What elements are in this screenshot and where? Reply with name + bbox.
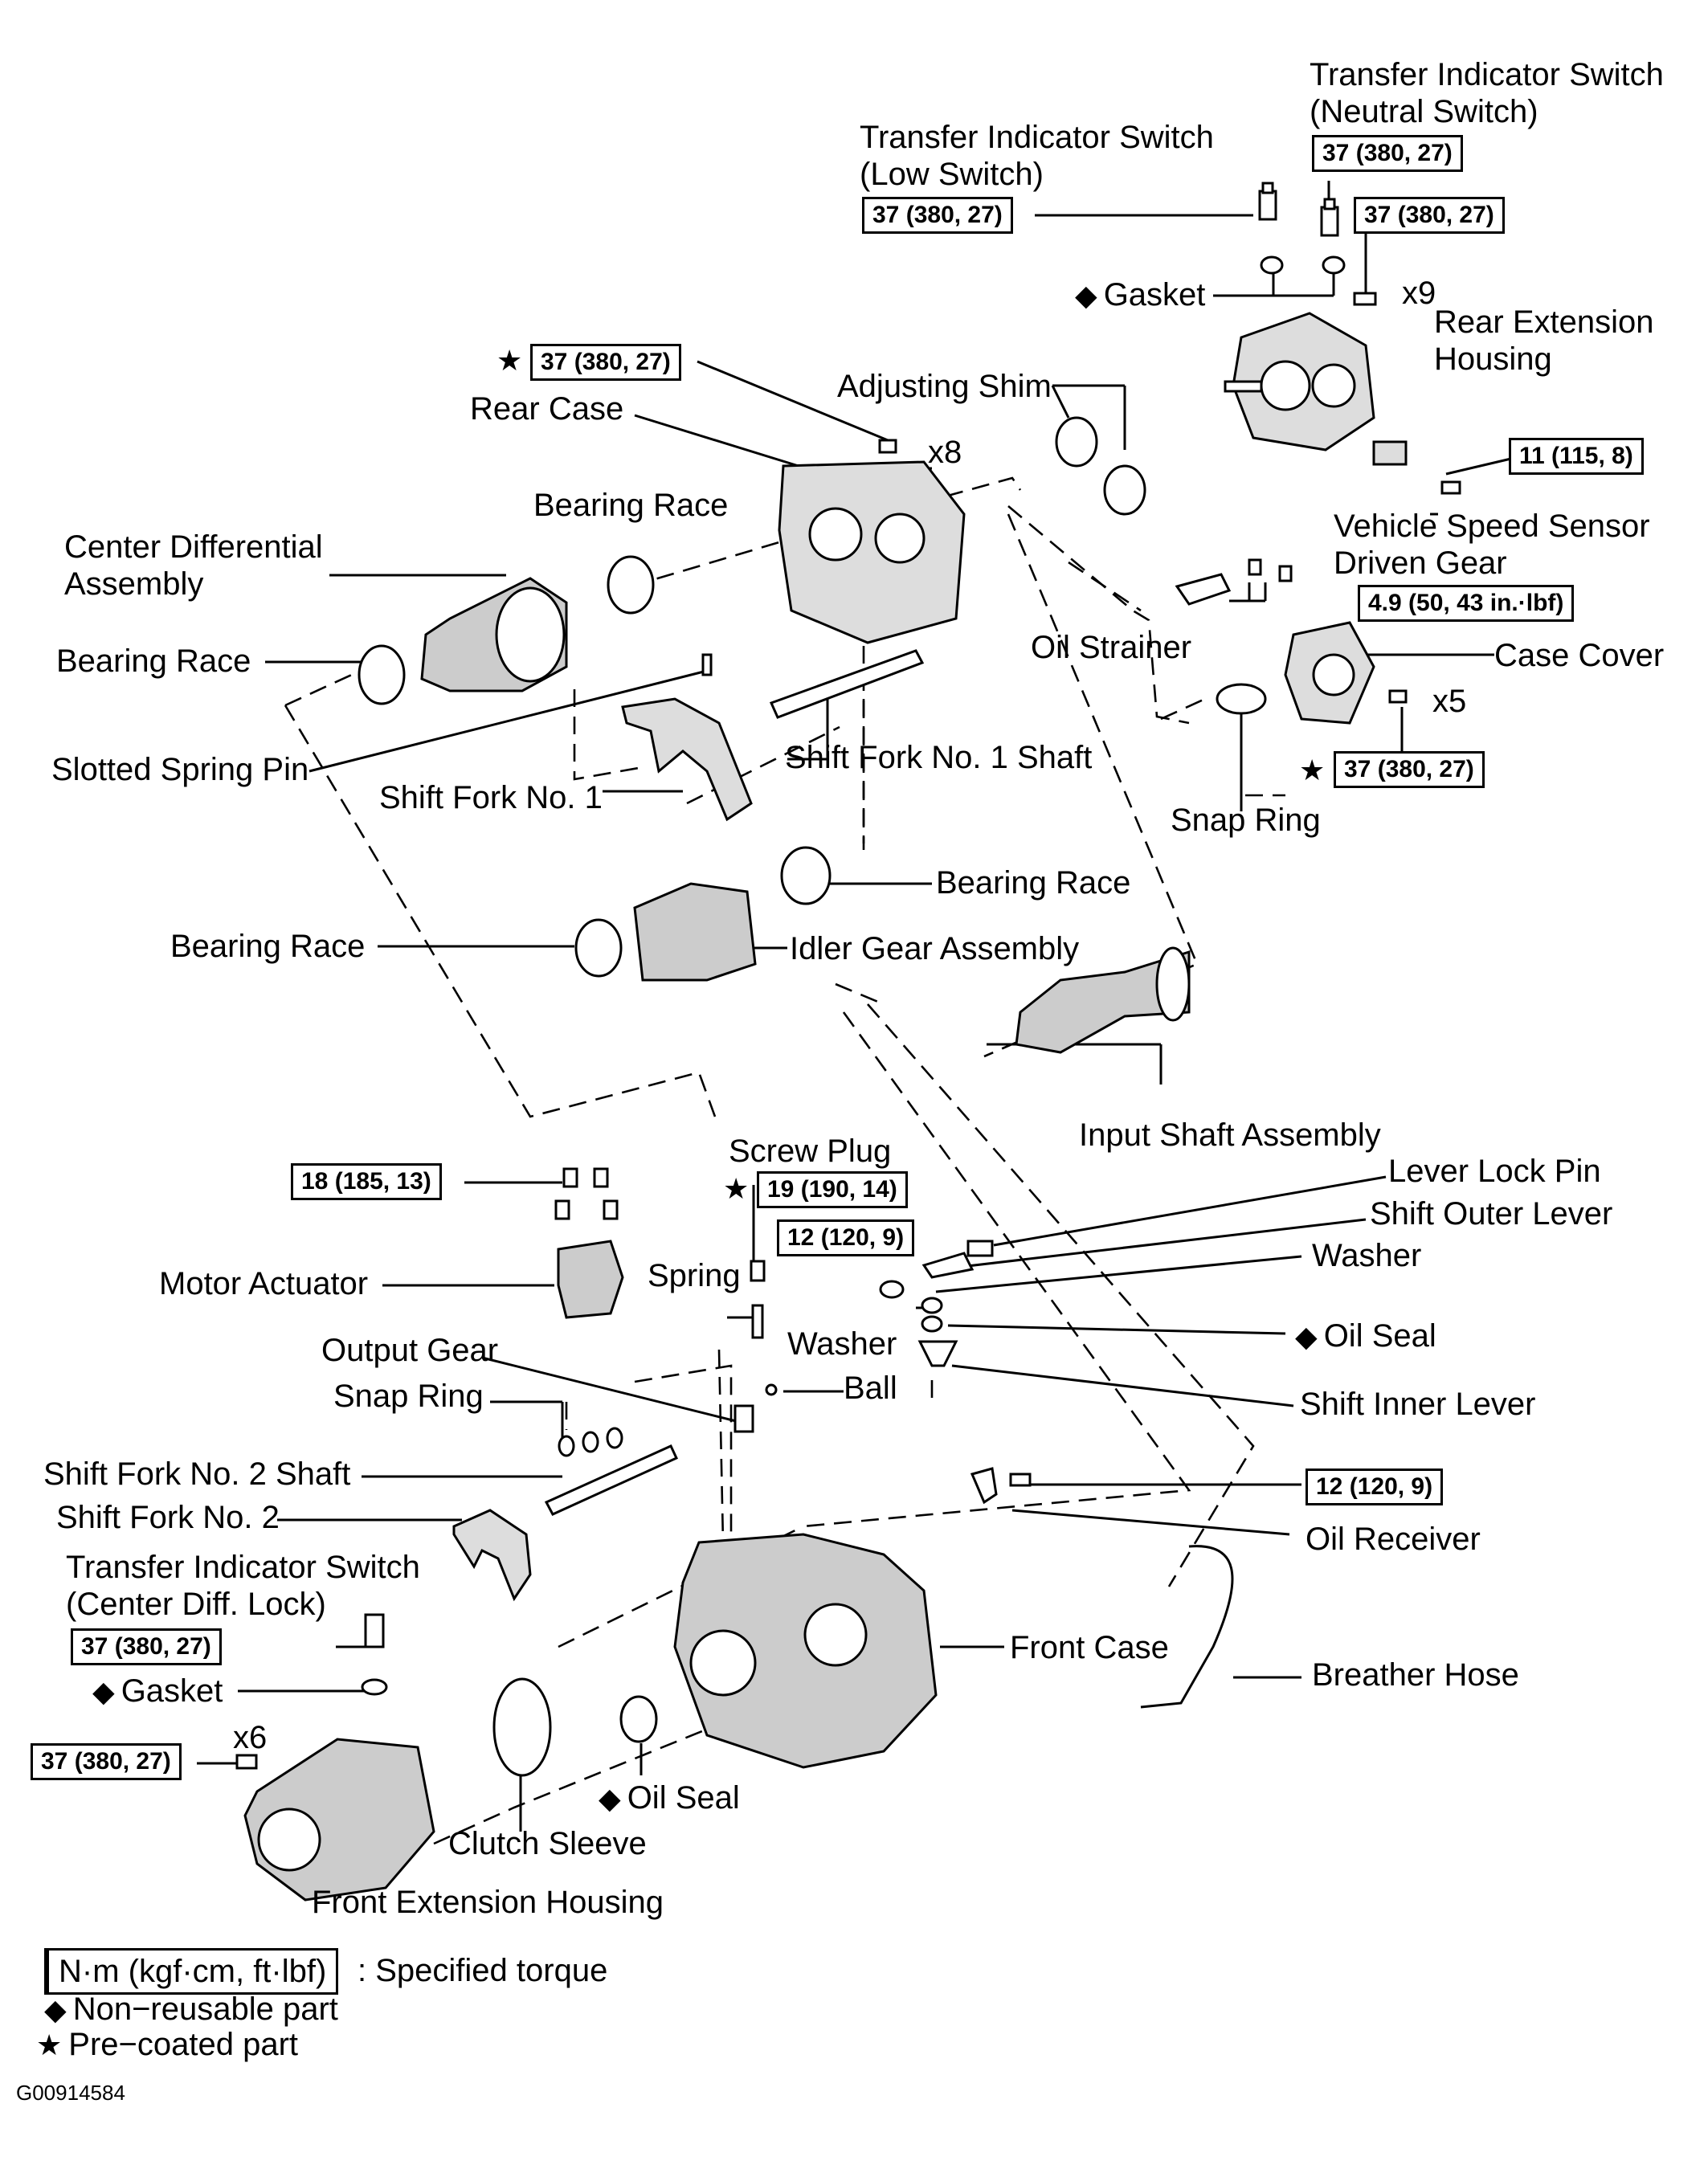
diamond-icon: ◆ [44, 1993, 67, 2026]
torque-oil-strainer: 4.9 (50, 43 in.·lbf) [1358, 585, 1575, 622]
label-screw-plug-star: ★ [723, 1170, 755, 1207]
torque-case-cover: 37 (380, 27) [1334, 751, 1485, 788]
figure-code: G00914584 [16, 2081, 125, 2105]
label-shift-fork-no1: Shift Fork No. 1 [379, 780, 603, 815]
torque-low-switch: 37 (380, 27) [862, 197, 1013, 234]
label-front-case: Front Case [1010, 1630, 1169, 1665]
label-oil-strainer: Oil Strainer [1031, 630, 1192, 665]
torque-front-extension: 37 (380, 27) [31, 1743, 182, 1780]
diamond-icon: ◆ [1295, 1320, 1318, 1353]
torque-rear-case: 37 (380, 27) [530, 344, 681, 381]
star-icon: ★ [496, 344, 523, 377]
label-case-cover: Case Cover [1494, 638, 1665, 673]
label-bearing-race-1: Bearing Race [533, 488, 729, 523]
label-washer-1: Washer [1312, 1238, 1422, 1273]
label-motor-actuator: Motor Actuator [159, 1266, 369, 1301]
label-front-extension-housing: Front Extension Housing [312, 1885, 664, 1920]
diamond-icon: ◆ [1075, 279, 1097, 312]
legend-pre-coated: ★Pre−coated part [36, 2027, 299, 2062]
label-snap-ring-mid: Snap Ring [333, 1379, 484, 1414]
label-clutch-sleeve: Clutch Sleeve [448, 1826, 647, 1861]
label-slotted-spring-pin: Slotted Spring Pin [51, 752, 309, 787]
star-icon: ★ [723, 1172, 750, 1205]
label-bearing-race-2: Bearing Race [56, 643, 251, 679]
label-shift-outer-lever: Shift Outer Lever [1370, 1196, 1613, 1232]
label-rear-case: Rear Case [470, 391, 624, 427]
label-x8: x8 [928, 435, 962, 470]
torque-oil-receiver: 12 (120, 9) [1306, 1469, 1444, 1505]
label-oil-receiver: Oil Receiver [1306, 1522, 1481, 1557]
label-shift-fork-no2: Shift Fork No. 2 [56, 1500, 280, 1535]
torque-screw-plug: 19 (190, 14) [757, 1171, 908, 1208]
torque-neutral-switch: 37 (380, 27) [1312, 135, 1463, 172]
label-x9: x9 [1402, 276, 1436, 311]
label-bearing-race-3: Bearing Race [936, 865, 1131, 901]
label-case-cover-torque-star: ★ [1299, 751, 1331, 789]
diamond-icon: ◆ [599, 1782, 621, 1815]
label-screw-plug: Screw Plug [729, 1134, 892, 1169]
label-output-gear: Output Gear [321, 1333, 499, 1368]
torque-vss: 11 (115, 8) [1509, 438, 1644, 475]
label-washer-2: Washer [787, 1326, 897, 1362]
label-adjusting-shim: Adjusting Shim [837, 369, 1052, 404]
label-transfer-indicator-switch-low: Transfer Indicator Switch(Low Switch) [860, 120, 1214, 192]
label-rear-case-torque: ★ [496, 341, 529, 379]
star-icon: ★ [1299, 754, 1326, 786]
star-icon: ★ [36, 2028, 63, 2061]
torque-rear-extension-bolts: 37 (380, 27) [1354, 197, 1505, 234]
label-x5: x5 [1432, 684, 1467, 719]
label-breather-hose: Breather Hose [1312, 1657, 1519, 1693]
label-oil-seal-top: ◆Oil Seal [1295, 1318, 1436, 1354]
label-input-shaft-assembly: Input Shaft Assembly [1079, 1117, 1381, 1153]
torque-shift-lever: 12 (120, 9) [777, 1219, 915, 1256]
label-x6: x6 [233, 1720, 268, 1755]
label-shift-fork-no1-shaft: Shift Fork No. 1 Shaft [785, 740, 1093, 775]
diamond-icon: ◆ [92, 1675, 115, 1708]
label-snap-ring-top: Snap Ring [1171, 803, 1321, 838]
label-lever-lock-pin: Lever Lock Pin [1388, 1154, 1601, 1189]
label-gasket-bottom: ◆Gasket [92, 1673, 223, 1709]
label-bearing-race-4: Bearing Race [170, 929, 366, 964]
label-idler-gear-assembly: Idler Gear Assembly [790, 931, 1080, 966]
torque-motor-actuator: 18 (185, 13) [291, 1163, 442, 1200]
label-ball: Ball [844, 1370, 897, 1406]
torque-cdl-switch: 37 (380, 27) [71, 1628, 222, 1665]
label-shift-inner-lever: Shift Inner Lever [1300, 1387, 1536, 1422]
label-transfer-indicator-switch-cdl: Transfer Indicator Switch(Center Diff. L… [66, 1550, 420, 1622]
legend-torque-text: : Specified torque [358, 1953, 608, 1988]
label-transfer-indicator-switch-neutral: Transfer Indicator Switch(Neutral Switch… [1310, 57, 1664, 129]
label-shift-fork-no2-shaft: Shift Fork No. 2 Shaft [43, 1456, 351, 1492]
label-gasket-top: ◆Gasket [1075, 277, 1206, 312]
legend-torque-box: N·m (kgf·cm, ft·lbf) [44, 1948, 339, 1995]
legend-non-reusable: ◆Non−reusable part [44, 1991, 338, 2027]
label-oil-seal-bottom: ◆Oil Seal [599, 1780, 740, 1816]
label-spring: Spring [648, 1258, 741, 1293]
